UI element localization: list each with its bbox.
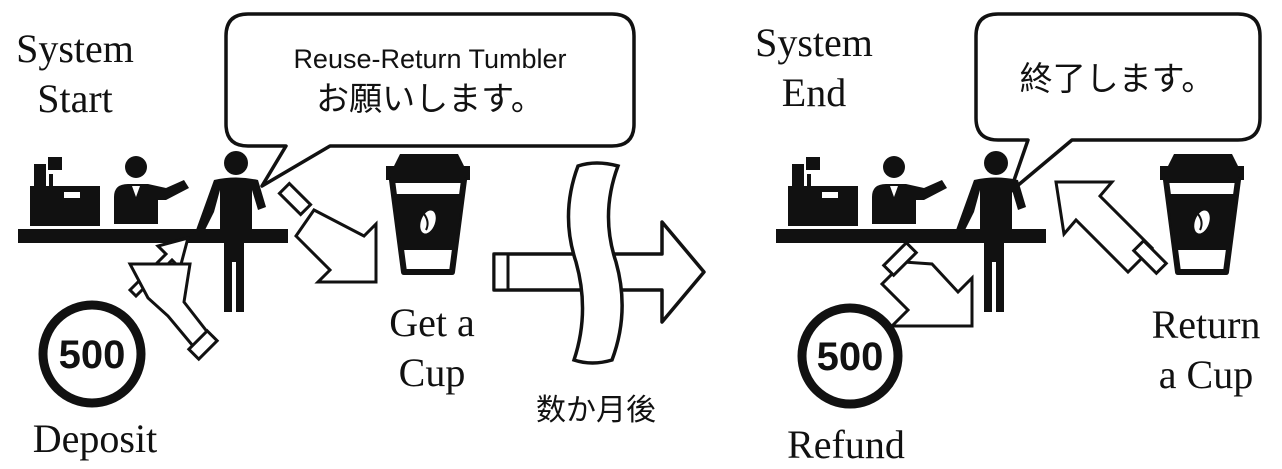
right-speech-bubble [974, 12, 1262, 194]
transition-label: 数か月後 [536, 394, 656, 427]
cashier-icon [872, 156, 947, 224]
left-counter [18, 229, 288, 243]
transition: 数か月後 [492, 161, 706, 427]
left-speech-line2: お願いします。 [316, 80, 544, 117]
left-coin-caption: Deposit [33, 416, 157, 461]
right-panel: System End 終了します。 [755, 12, 1262, 467]
time-break-band [566, 161, 624, 365]
cash-register-icon [788, 157, 858, 226]
transition-arrow-tail [492, 252, 510, 292]
right-refund-arrow-tail [881, 240, 919, 278]
right-cup-caption-line1: Return [1152, 302, 1261, 347]
left-title-line2: Start [37, 76, 113, 121]
left-get-cup-arrow-tail [277, 181, 313, 217]
left-get-cup-arrow [294, 208, 378, 284]
right-cup-caption-line2: a Cup [1159, 352, 1253, 397]
left-panel: System Start Reuse-Return Tumbler お願いします… [16, 12, 636, 461]
right-speech-text: 終了します。 [1020, 60, 1215, 97]
left-speech-bubble [224, 12, 636, 188]
coffee-cup-icon [1160, 154, 1244, 275]
left-cup-caption-line2: Cup [399, 350, 466, 395]
customer-icon [196, 151, 266, 312]
left-deposit-arrow-tail [186, 328, 220, 362]
cash-register-icon [30, 157, 100, 226]
right-title-line1: System [755, 20, 873, 65]
left-cup-caption-line1: Get a [389, 300, 475, 345]
right-return-arrow-tail [1131, 238, 1169, 276]
left-title-line1: System [16, 26, 134, 71]
right-coin-value: 500 [817, 335, 884, 379]
right-counter [776, 229, 1046, 243]
left-coin-value: 500 [59, 333, 126, 377]
coin-icon [797, 303, 903, 409]
coffee-cup-icon [386, 154, 470, 275]
left-speech-line1: Reuse-Return Tumbler [293, 44, 566, 74]
right-refund-arrow [879, 260, 974, 328]
coin-icon [38, 300, 146, 408]
right-title-line2: End [782, 70, 846, 115]
right-return-arrow [1054, 180, 1155, 275]
customer-icon [956, 151, 1026, 312]
right-coin-caption: Refund [787, 422, 905, 467]
cashier-icon [114, 156, 189, 224]
